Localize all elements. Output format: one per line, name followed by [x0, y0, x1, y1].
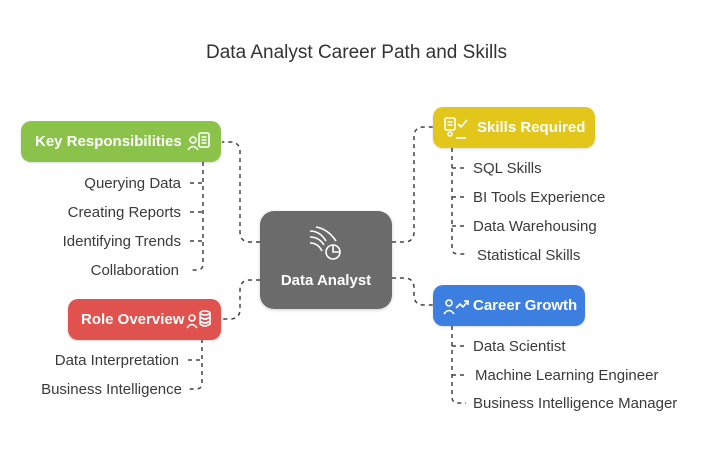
data-analysis-icon	[306, 223, 346, 267]
skill-item: BI Tools Experience	[473, 189, 606, 206]
overview-item: Data Interpretation	[54, 352, 179, 369]
person-database-icon	[186, 308, 212, 332]
checklist-person-icon	[443, 116, 469, 140]
overview-item: Business Intelligence	[41, 381, 182, 398]
skills-required-node[interactable]: Skills Required	[433, 107, 595, 148]
person-checklist-icon	[186, 130, 212, 154]
role-overview-label: Role Overview	[81, 311, 185, 328]
career-item: Machine Learning Engineer	[475, 367, 659, 384]
responsibility-item: Collaboration	[90, 262, 179, 279]
skills-required-label: Skills Required	[477, 119, 586, 136]
responsibility-item: Querying Data	[84, 175, 181, 192]
career-item: Data Scientist	[473, 338, 566, 355]
career-growth-node[interactable]: Career Growth	[433, 285, 585, 326]
career-growth-label: Career Growth	[473, 297, 578, 314]
skill-item: Statistical Skills	[477, 247, 581, 264]
role-overview-node[interactable]: Role Overview	[68, 299, 221, 340]
skill-item: Data Warehousing	[473, 218, 597, 235]
person-growth-icon	[443, 294, 469, 318]
key-responsibilities-label: Key Responsibilities	[35, 133, 182, 150]
diagram-title: Data Analyst Career Path and Skills	[206, 42, 507, 63]
responsibility-item: Identifying Trends	[62, 233, 181, 250]
data-analyst-center-node[interactable]: Data Analyst	[260, 211, 392, 309]
responsibility-item: Creating Reports	[67, 204, 181, 221]
skill-item: SQL Skills	[473, 160, 542, 177]
center-label: Data Analyst	[280, 272, 372, 289]
career-item: Business Intelligence Manager	[473, 395, 678, 412]
key-responsibilities-node[interactable]: Key Responsibilities	[21, 121, 221, 162]
